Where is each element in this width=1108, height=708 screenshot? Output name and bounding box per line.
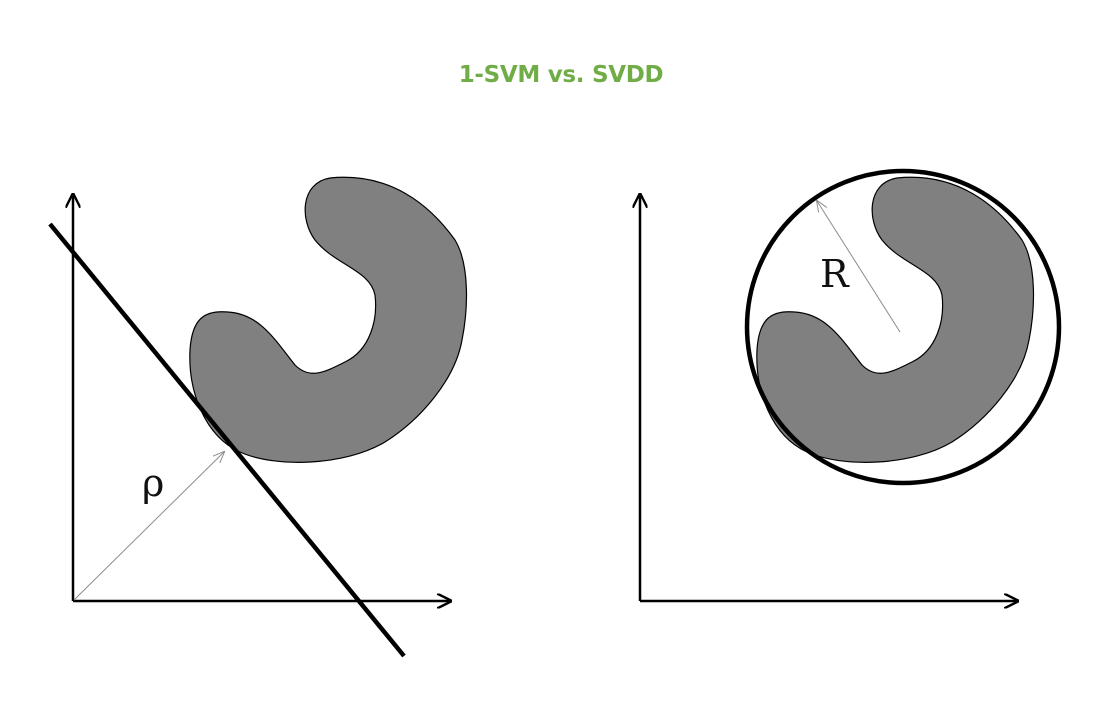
data-region-blob	[756, 176, 1035, 463]
page-title: 1-SVM vs. SVDD	[458, 62, 664, 88]
separating-hyperplane	[48, 222, 406, 658]
rho-distance-arrow	[73, 452, 224, 601]
radius-label: R	[820, 252, 850, 296]
one-svm-panel: ρ	[48, 176, 468, 658]
enclosing-hypersphere	[744, 168, 1062, 486]
rho-label: ρ	[142, 461, 164, 505]
svdd-panel	[640, 176, 1035, 601]
radius-arrow	[817, 201, 901, 333]
data-region-blob	[189, 176, 468, 463]
